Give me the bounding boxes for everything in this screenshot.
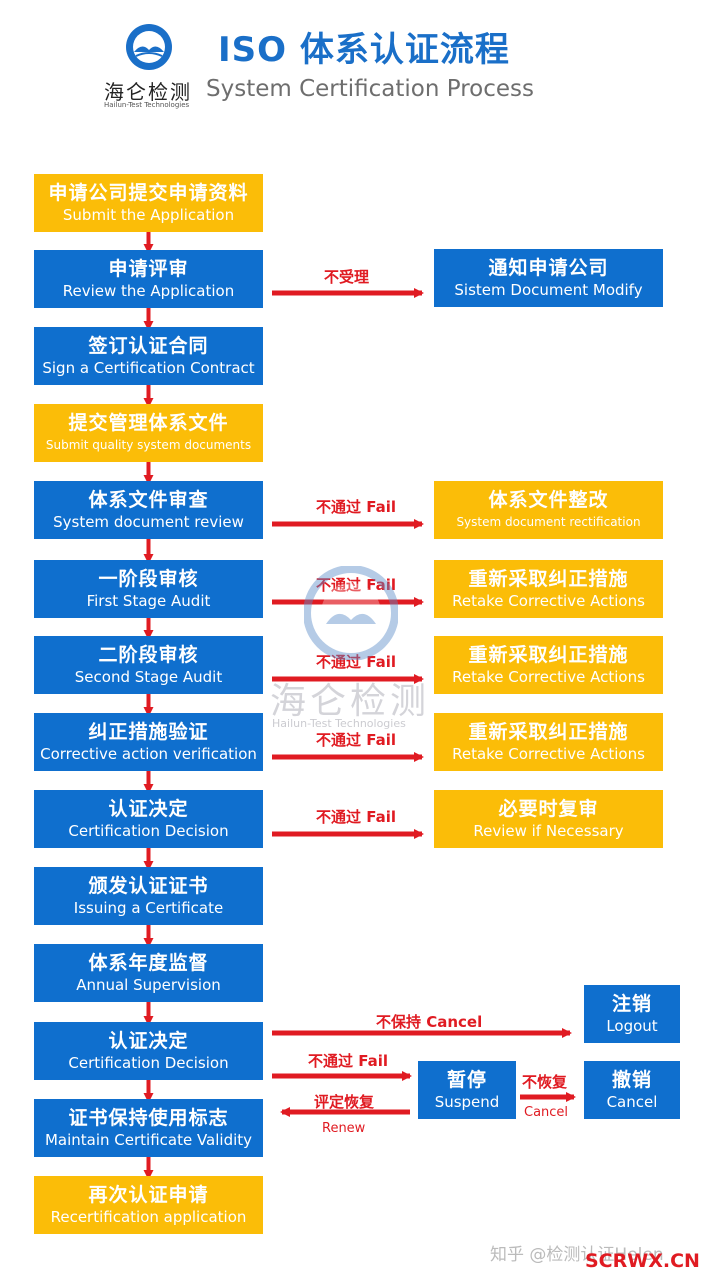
step-6-box-zh: 一阶段审核 — [98, 568, 199, 590]
step-3-box: 签订认证合同 Sign a Certification Contract — [34, 327, 263, 385]
watermark-logo-icon — [304, 566, 398, 660]
step-3-box-zh: 签订认证合同 — [88, 335, 209, 357]
step-7-box-en: Second Stage Audit — [74, 668, 223, 686]
arrow-label-fail: 不通过 Fail — [316, 808, 396, 826]
arrow-label-fail: 不通过 Fail — [316, 653, 396, 671]
cancel-zh: 撤销 — [611, 1069, 652, 1091]
arrow-label-fail: 不通过 Fail — [316, 576, 396, 594]
cancel-box: 撤销 Cancel — [584, 1061, 680, 1119]
step-11-box: 体系年度监督 Annual Supervision — [34, 944, 263, 1002]
step-9-box: 认证决定 Certification Decision — [34, 790, 263, 848]
branch-3-box-en: Retake Corrective Actions — [452, 592, 645, 610]
step-11-box-zh: 体系年度监督 — [88, 952, 209, 974]
step-13-box-zh: 证书保持使用标志 — [68, 1107, 229, 1129]
step-9-box-zh: 认证决定 — [108, 798, 189, 820]
step-8-box: 纠正措施验证 Corrective action verification — [34, 713, 263, 771]
step-12-box-en: Certification Decision — [68, 1054, 229, 1072]
arrow-label-no-recover: 不恢复 — [522, 1073, 568, 1091]
company-logo-icon — [126, 24, 172, 70]
logo-name: 海仑检测 — [104, 80, 192, 104]
step-14-box: 再次认证申请 Recertification application — [34, 1176, 263, 1234]
step-4-box: 提交管理体系文件 Submit quality system documents — [34, 404, 263, 462]
branch-6-box: 必要时复审 Review if Necessary — [434, 790, 663, 848]
branch-6-box-zh: 必要时复审 — [498, 798, 599, 820]
step-1-box-en: Submit the Application — [62, 206, 235, 224]
suspend-box: 暂停 Suspend — [418, 1061, 516, 1119]
branch-2-box: 体系文件整改 System document rectification — [434, 481, 663, 539]
step-6-box: 一阶段审核 First Stage Audit — [34, 560, 263, 618]
step-12-box: 认证决定 Certification Decision — [34, 1022, 263, 1080]
step-7-box-zh: 二阶段审核 — [98, 644, 199, 666]
page-subtitle: System Certification Process — [206, 76, 534, 102]
branch-4-box-en: Retake Corrective Actions — [452, 668, 645, 686]
arrow-label-fail: 不通过 Fail — [316, 498, 396, 516]
arrow-label-renew: 评定恢复 — [314, 1093, 375, 1111]
step-10-box-zh: 颁发认证证书 — [88, 875, 209, 897]
step-5-box-en: System document review — [53, 513, 244, 531]
step-8-box-en: Corrective action verification — [40, 745, 257, 763]
step-8-box-zh: 纠正措施验证 — [88, 721, 209, 743]
suspend-en: Suspend — [434, 1093, 500, 1111]
branch-3-box: 重新采取纠正措施 Retake Corrective Actions — [434, 560, 663, 618]
logout-en: Logout — [606, 1017, 658, 1035]
footer-watermark: 知乎 @检测认证Helen — [490, 1245, 664, 1265]
step-4-box-en: Submit quality system documents — [45, 438, 252, 452]
branch-1-box: 通知申请公司 Sistem Document Modify — [434, 249, 663, 307]
step-3-box-en: Sign a Certification Contract — [42, 359, 255, 377]
branch-5-box-zh: 重新采取纠正措施 — [468, 721, 629, 743]
arrow-label-reject: 不受理 — [324, 268, 370, 286]
branch-5-box: 重新采取纠正措施 Retake Corrective Actions — [434, 713, 663, 771]
arrow-label-fail: 不通过 Fail — [316, 731, 396, 749]
arrow-label-fail-suspend: 不通过 Fail — [308, 1052, 388, 1070]
logout-box: 注销 Logout — [584, 985, 680, 1043]
step-5-box-zh: 体系文件审查 — [88, 489, 209, 511]
step-14-box-zh: 再次认证申请 — [88, 1184, 209, 1206]
step-6-box-en: First Stage Audit — [86, 592, 211, 610]
logout-zh: 注销 — [611, 993, 652, 1015]
suspend-zh: 暂停 — [446, 1069, 487, 1091]
branch-5-box-en: Retake Corrective Actions — [452, 745, 645, 763]
footer-site: SCRWX.CN — [585, 1250, 700, 1272]
page-title: ISO 体系认证流程 — [218, 30, 510, 70]
arrow-label-cancel: 不保持 Cancel — [376, 1013, 483, 1031]
step-5-box: 体系文件审查 System document review — [34, 481, 263, 539]
arrow-label-renew-en: Renew — [322, 1121, 366, 1136]
branch-4-box-zh: 重新采取纠正措施 — [468, 644, 629, 666]
step-1-box: 申请公司提交申请资料 Submit the Application — [34, 174, 263, 232]
step-13-box-en: Maintain Certificate Validity — [44, 1131, 253, 1149]
step-14-box-en: Recertification application — [50, 1208, 247, 1226]
step-11-box-en: Annual Supervision — [76, 976, 221, 994]
step-2-box-en: Review the Application — [62, 282, 235, 300]
branch-6-box-en: Review if Necessary — [473, 822, 624, 840]
cancel-en: Cancel — [606, 1093, 658, 1111]
step-10-box-en: Issuing a Certificate — [73, 899, 224, 917]
step-13-box: 证书保持使用标志 Maintain Certificate Validity — [34, 1099, 263, 1157]
step-2-box: 申请评审 Review the Application — [34, 250, 263, 308]
step-10-box: 颁发认证证书 Issuing a Certificate — [34, 867, 263, 925]
watermark-english: Hailun-Test Technologies — [272, 717, 406, 730]
step-9-box-en: Certification Decision — [68, 822, 229, 840]
step-12-box-zh: 认证决定 — [108, 1030, 189, 1052]
branch-1-box-zh: 通知申请公司 — [488, 257, 609, 279]
step-2-box-zh: 申请评审 — [108, 258, 189, 280]
branch-1-box-en: Sistem Document Modify — [454, 281, 643, 299]
step-7-box: 二阶段审核 Second Stage Audit — [34, 636, 263, 694]
branch-3-box-zh: 重新采取纠正措施 — [468, 568, 629, 590]
branch-2-box-zh: 体系文件整改 — [488, 489, 609, 511]
logo-english-name: Hailun-Test Technologies — [104, 101, 190, 109]
arrow-label-no-recover-en: Cancel — [524, 1105, 569, 1120]
step-1-box-zh: 申请公司提交申请资料 — [48, 182, 249, 204]
step-4-box-zh: 提交管理体系文件 — [68, 412, 229, 434]
branch-4-box: 重新采取纠正措施 Retake Corrective Actions — [434, 636, 663, 694]
watermark-name: 海仑检测 — [270, 681, 431, 722]
branch-2-box-en: System document rectification — [456, 515, 641, 529]
